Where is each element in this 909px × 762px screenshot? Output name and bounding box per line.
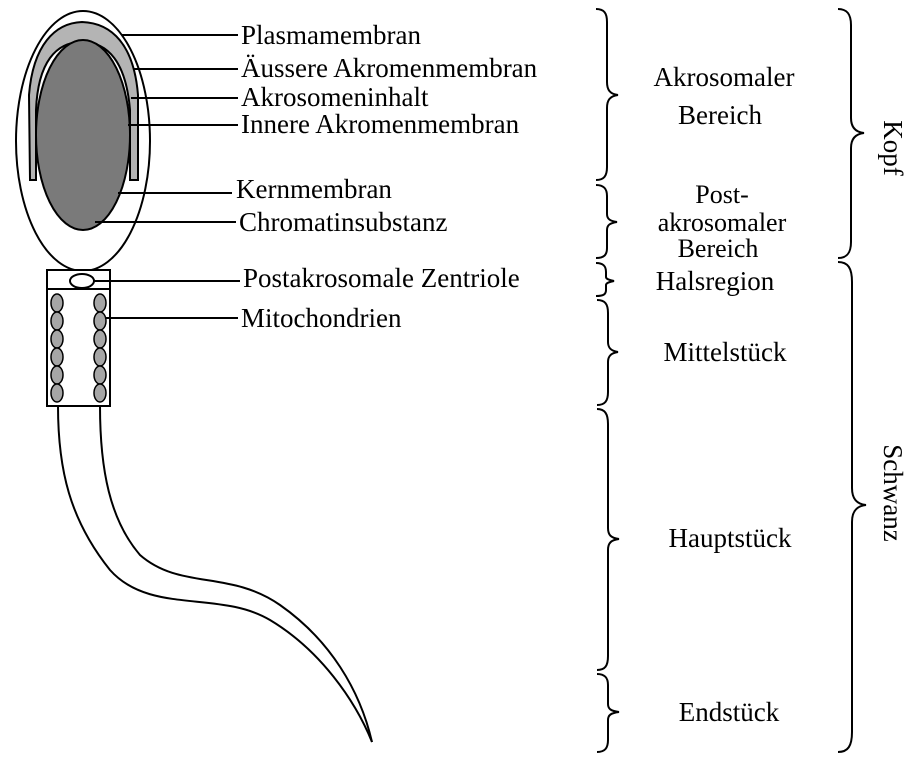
region-mittelstueck: Mittelstück <box>664 337 787 367</box>
group-kopf: Kopf <box>878 120 908 176</box>
brace-halsregion <box>596 263 614 296</box>
label-postakrosomale-zentriole: Postakrosomale Zentriole <box>243 263 520 293</box>
label-plasmamembran: Plasmamembran <box>241 20 421 50</box>
brace-hauptstueck <box>597 409 619 670</box>
brace-schwanz <box>838 262 866 752</box>
region-hauptstueck: Hauptstück <box>669 523 792 553</box>
mitochondrion <box>51 294 63 312</box>
label-innere-akromenmembran: Innere Akromenmembran <box>241 109 520 139</box>
mitochondrion <box>94 312 106 330</box>
mitochondrion <box>94 294 106 312</box>
region-post-line3: Bereich <box>678 234 759 263</box>
structure-labels: Plasmamembran Äussere Akromenmembran Akr… <box>236 20 538 333</box>
label-akrosomeninhalt: Akrosomeninhalt <box>241 82 429 112</box>
label-mitochondrien: Mitochondrien <box>241 303 402 333</box>
region-braces <box>596 9 619 752</box>
region-labels: Akrosomaler Bereich Post- akrosomaler Be… <box>654 62 795 727</box>
brace-postakrosomaler <box>596 185 617 258</box>
nucleus-shape <box>36 40 130 230</box>
group-schwanz: Schwanz <box>878 444 908 541</box>
mitochondrion <box>94 348 106 366</box>
group-labels: Kopf Schwanz <box>878 120 908 541</box>
sperm-midpiece <box>47 289 110 406</box>
mitochondrion <box>51 330 63 348</box>
tail-left-edge <box>58 406 372 742</box>
brace-akrosomaler <box>596 9 618 180</box>
brace-endstueck <box>597 674 619 752</box>
region-endstueck: Endstück <box>679 697 780 727</box>
brace-mittelstueck <box>597 300 618 405</box>
region-halsregion: Halsregion <box>656 266 775 296</box>
region-akrosomaler-line1: Akrosomaler <box>654 62 795 92</box>
mitochondrion <box>94 366 106 384</box>
region-post-line2: akrosomaler <box>658 208 787 237</box>
brace-kopf <box>838 9 864 258</box>
mitochondrion <box>51 384 63 402</box>
tail-right-edge <box>100 406 372 742</box>
group-braces <box>838 9 866 752</box>
mitochondrion <box>51 366 63 384</box>
region-akrosomaler-line2: Bereich <box>678 100 762 130</box>
mitochondrion <box>51 348 63 366</box>
mitochondrion <box>94 384 106 402</box>
label-chromatinsubstanz: Chromatinsubstanz <box>239 207 447 237</box>
centriole-shape <box>70 274 94 288</box>
sperm-neck <box>47 270 110 289</box>
label-aeussere-akromenmembran: Äussere Akromenmembran <box>241 53 538 83</box>
mitochondrion <box>51 312 63 330</box>
label-kernmembran: Kernmembran <box>236 174 392 204</box>
sperm-head <box>16 11 150 271</box>
mitochondrion <box>94 330 106 348</box>
region-post-line1: Post- <box>695 180 748 209</box>
sperm-tail <box>58 406 372 742</box>
